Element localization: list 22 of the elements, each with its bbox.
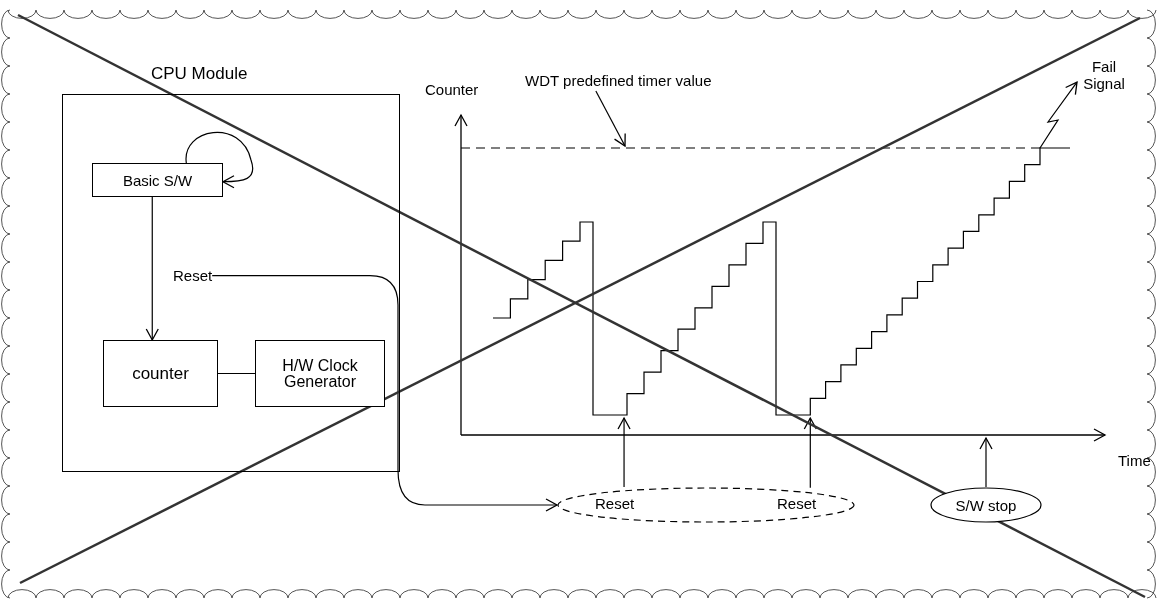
ellipse-label: Reset — [777, 496, 817, 513]
arrow — [145, 196, 159, 341]
annotation-label: WDT predefined timer value — [525, 72, 712, 90]
axis-label: Time — [1118, 453, 1151, 470]
module-title: CPU Module — [151, 65, 248, 84]
arrow — [211, 275, 558, 512]
leader-arrow — [979, 437, 993, 488]
signal-label: Reset — [173, 267, 213, 285]
leader-arrow — [1039, 81, 1078, 149]
ellipse-label: S/W stop — [955, 496, 1017, 514]
annotation-label: Fail Signal — [1080, 58, 1128, 93]
leader-arrow — [617, 417, 631, 488]
leader-arrow — [803, 417, 817, 489]
ellipse — [930, 487, 1042, 523]
dashed-ellipse — [557, 487, 855, 523]
ellipse-label: Reset — [595, 496, 635, 513]
process-box: H/W Clock Generator — [255, 340, 385, 407]
process-box: counter — [103, 340, 218, 407]
leader-arrow — [595, 90, 626, 147]
arrow — [185, 132, 254, 189]
axis-label: Counter — [425, 82, 479, 99]
process-box: Basic S/W — [92, 163, 223, 197]
